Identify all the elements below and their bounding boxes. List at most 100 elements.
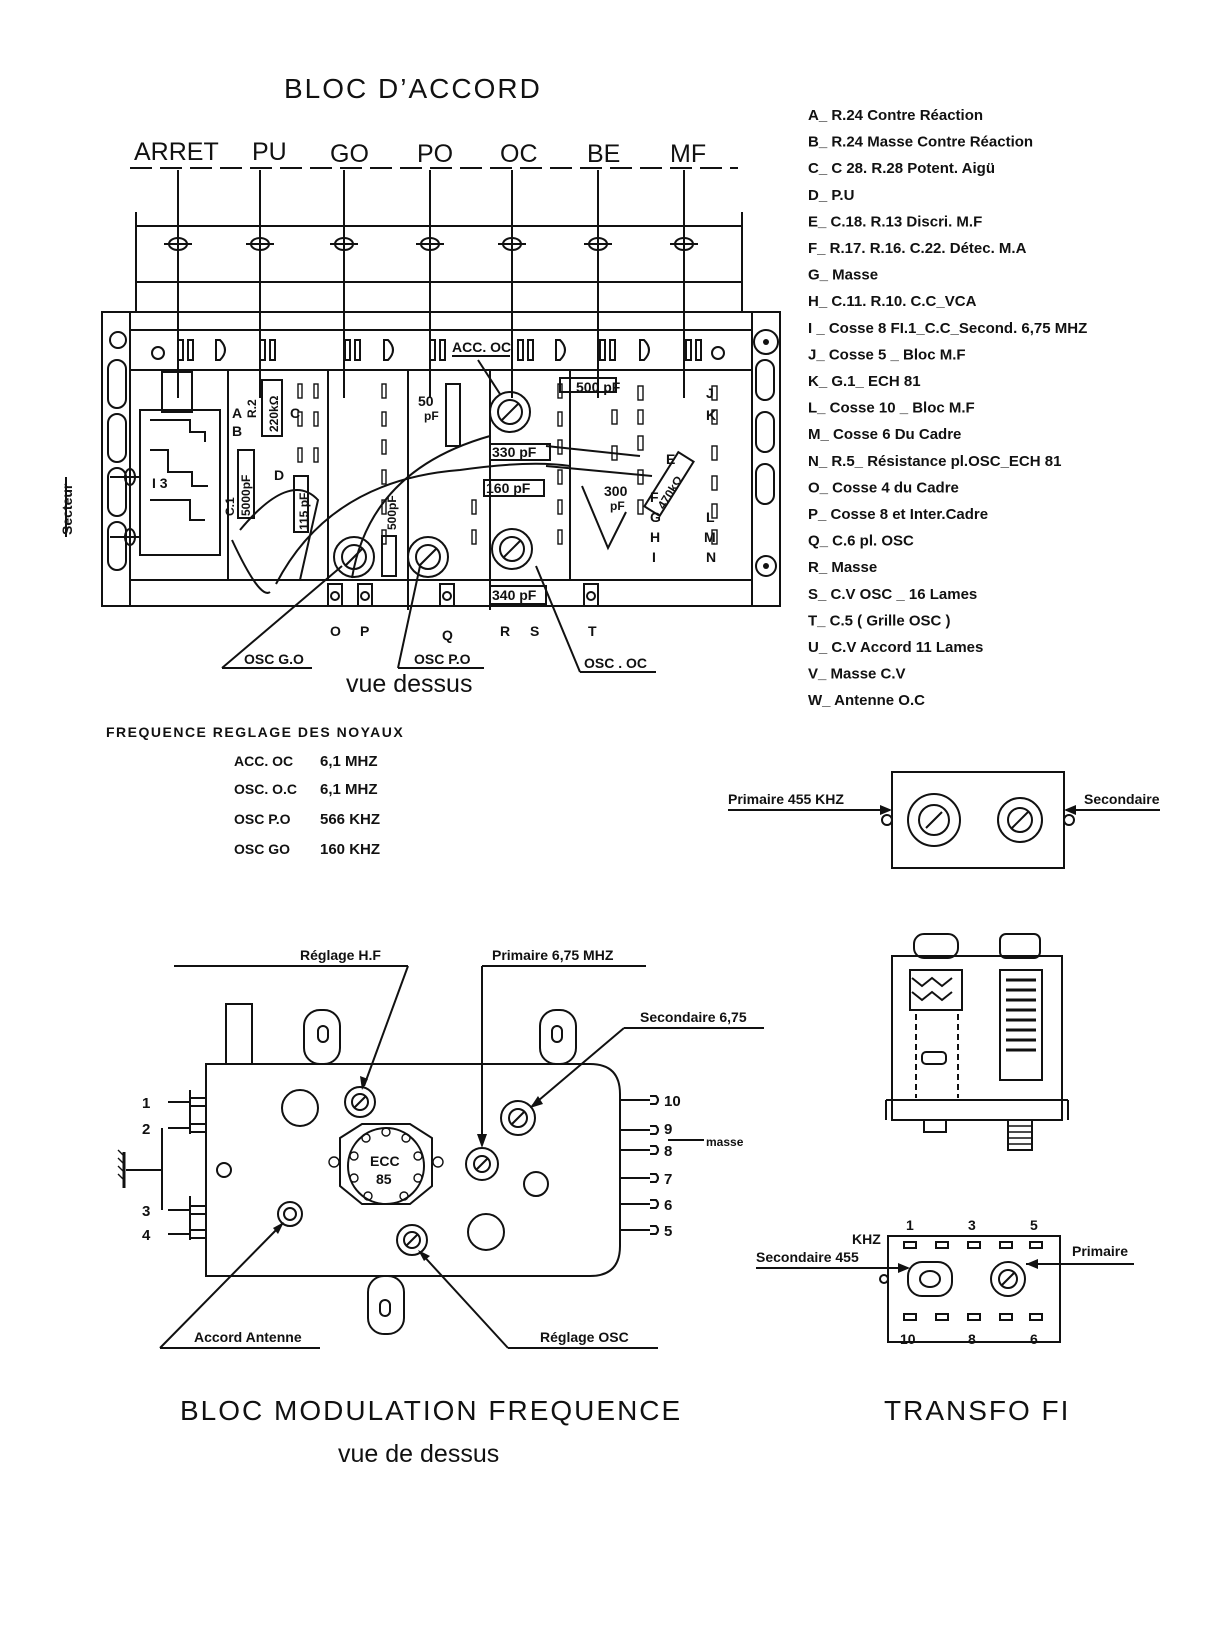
side-letter-n: N [706,549,716,565]
label-340pf: 340 pF [492,587,537,603]
freq-value-osc-oc: 6,1 MHZ [320,781,378,798]
secondaire-675-label: Secondaire 6,75 [640,1009,747,1025]
fi-khz-label: KHZ [852,1231,881,1247]
fi-pin-10: 10 [900,1331,916,1347]
freq-value-osc-go: 160 KHZ [320,841,380,858]
transfo-fi-body [887,1235,1061,1343]
mf-pin-8: 8 [664,1143,672,1160]
side-letter-d: D [274,467,284,483]
accord-antenne-screw-icon[interactable] [277,1201,303,1227]
legend-item: Q_ C.6 pl. OSC [808,533,914,550]
bloc-mf-drawing [205,1003,621,1335]
label-500pf-top: 500 pF [576,379,621,395]
trimmer-osc-po-icon[interactable] [407,536,449,578]
switch-label-oc: OC [500,140,538,168]
bottom-terminals [327,583,599,607]
legend-item: M_ Cosse 6 Du Cadre [808,426,961,443]
secondaire-675-screw-icon[interactable] [500,1100,536,1136]
side-letter-i: I [652,549,656,565]
transfo-secondaire-label: Secondaire [1084,791,1160,807]
callout-osc-go: OSC G.O [244,651,304,667]
side-letter-c: C [290,405,300,421]
side-letter-h: H [650,529,660,545]
label-50pf-value: 50 [418,393,434,409]
fi-pin-8: 8 [968,1331,976,1347]
bloc-mf-title: BLOC MODULATION FREQUENCE [180,1395,682,1426]
ecc85-label-85: 85 [376,1171,392,1187]
side-letter-m: M [704,529,716,545]
reglage-osc-label: Réglage OSC [540,1329,629,1345]
label-300pf-value: 300 [604,483,628,499]
label-c1: C.1 [223,497,237,516]
label-i3: I 3 [152,475,168,491]
mf-pin-6: 6 [664,1197,672,1214]
mf-masse-label: masse [706,1135,744,1149]
switch-label-po: PO [417,140,453,168]
bottom-letter-t: T [588,623,597,639]
freq-name-osc-oc: OSC. O.C [234,781,297,797]
fi-pin-5: 5 [1030,1217,1038,1233]
transfo-primaire-label: Primaire 455 KHZ [728,791,844,807]
freq-name-acc-oc: ACC. OC [234,753,293,769]
reglage-hf-screw-icon[interactable] [344,1086,376,1118]
legend-item: O_ Cosse 4 du Cadre [808,479,959,496]
mf-pin-9: 9 [664,1121,672,1138]
fi-primary-core-icon[interactable] [990,1261,1026,1297]
side-letter-g: G [650,509,661,525]
label-r220k: 220kΩ [267,395,281,432]
reglage-osc-screw-icon[interactable] [396,1224,428,1256]
primaire-675-label: Primaire 6,75 MHZ [492,947,614,963]
bloc-mf-left-pins [117,1090,207,1240]
mf-pin-4: 4 [142,1227,151,1244]
fi-pin-6: 6 [1030,1331,1038,1347]
bloc-mf-subtitle: vue de dessus [338,1440,499,1468]
reglage-hf-label: Réglage H.F [300,947,381,963]
transfo-top-body [891,771,1065,869]
side-letter-e: E [666,451,675,467]
side-letter-k: K [706,407,716,423]
legend-item: H_ C.11. R.10. C.C_VCA [808,293,977,310]
fi-secondary-core-icon[interactable] [907,1261,953,1297]
legend-item: V_ Masse C.V [808,666,906,683]
legend-item: W_ Antenne O.C [808,692,925,709]
contact-pairs [177,339,702,361]
label-c5000pf: 5000pF [239,475,253,516]
trimmer-osc-go-icon[interactable] [333,536,375,578]
legend-item: B_ R.24 Masse Contre Réaction [808,134,1033,151]
label-acc-oc: ACC. OC [452,339,511,355]
switch-labels: ARRET PU GO PO OC BE MF [134,138,706,168]
freq-name-osc-po: OSC P.O [234,811,291,827]
fi-pin-1: 1 [906,1217,914,1233]
mf-pin-2: 2 [142,1121,150,1138]
switch-cams [164,237,698,251]
legend-item: G_ Masse [808,267,878,284]
legend-item: E_ C.18. R.13 Discri. M.F [808,213,982,230]
mf-pin-7: 7 [664,1171,672,1188]
frequence-title: FREQUENCE REGLAGE DES NOYAUX [106,724,404,740]
legend-item: U_ C.V Accord 11 Lames [808,639,983,656]
bloc-mf-right-pins [620,1095,704,1235]
legend-item: I _ Cosse 8 FI.1_C.C_Second. 6,75 MHZ [808,320,1087,337]
mf-pin-5: 5 [664,1223,672,1240]
switch-label-pu: PU [252,138,287,166]
side-letter-l: L [706,509,715,525]
section-walls [227,370,571,610]
legend-item: C_ C 28. R.28 Potent. Aigü [808,160,995,177]
bottom-letter-s: S [530,623,539,639]
label-r2: R.2 [245,399,259,418]
legend-item: R_ Masse [808,559,877,576]
fi-secondaire-label: Secondaire 455 [756,1249,859,1265]
trimmer-acc-oc-icon[interactable] [489,391,531,433]
legend-item: T_ C.5 ( Grille OSC ) [808,612,951,629]
bottom-letter-p: P [360,623,369,639]
secteur-switch: I 3 [110,371,221,556]
bloc-accord-title: BLOC D’ACCORD [284,73,542,104]
bottom-letter-q: Q [442,627,453,643]
transfo-secondary-core-icon[interactable] [997,797,1043,843]
fi-primaire-label: Primaire [1072,1243,1128,1259]
transfo-fi-pins [903,1241,1043,1321]
trimmer-osc-oc-icon[interactable] [491,528,533,570]
transfo-primary-core-icon[interactable] [907,793,961,847]
